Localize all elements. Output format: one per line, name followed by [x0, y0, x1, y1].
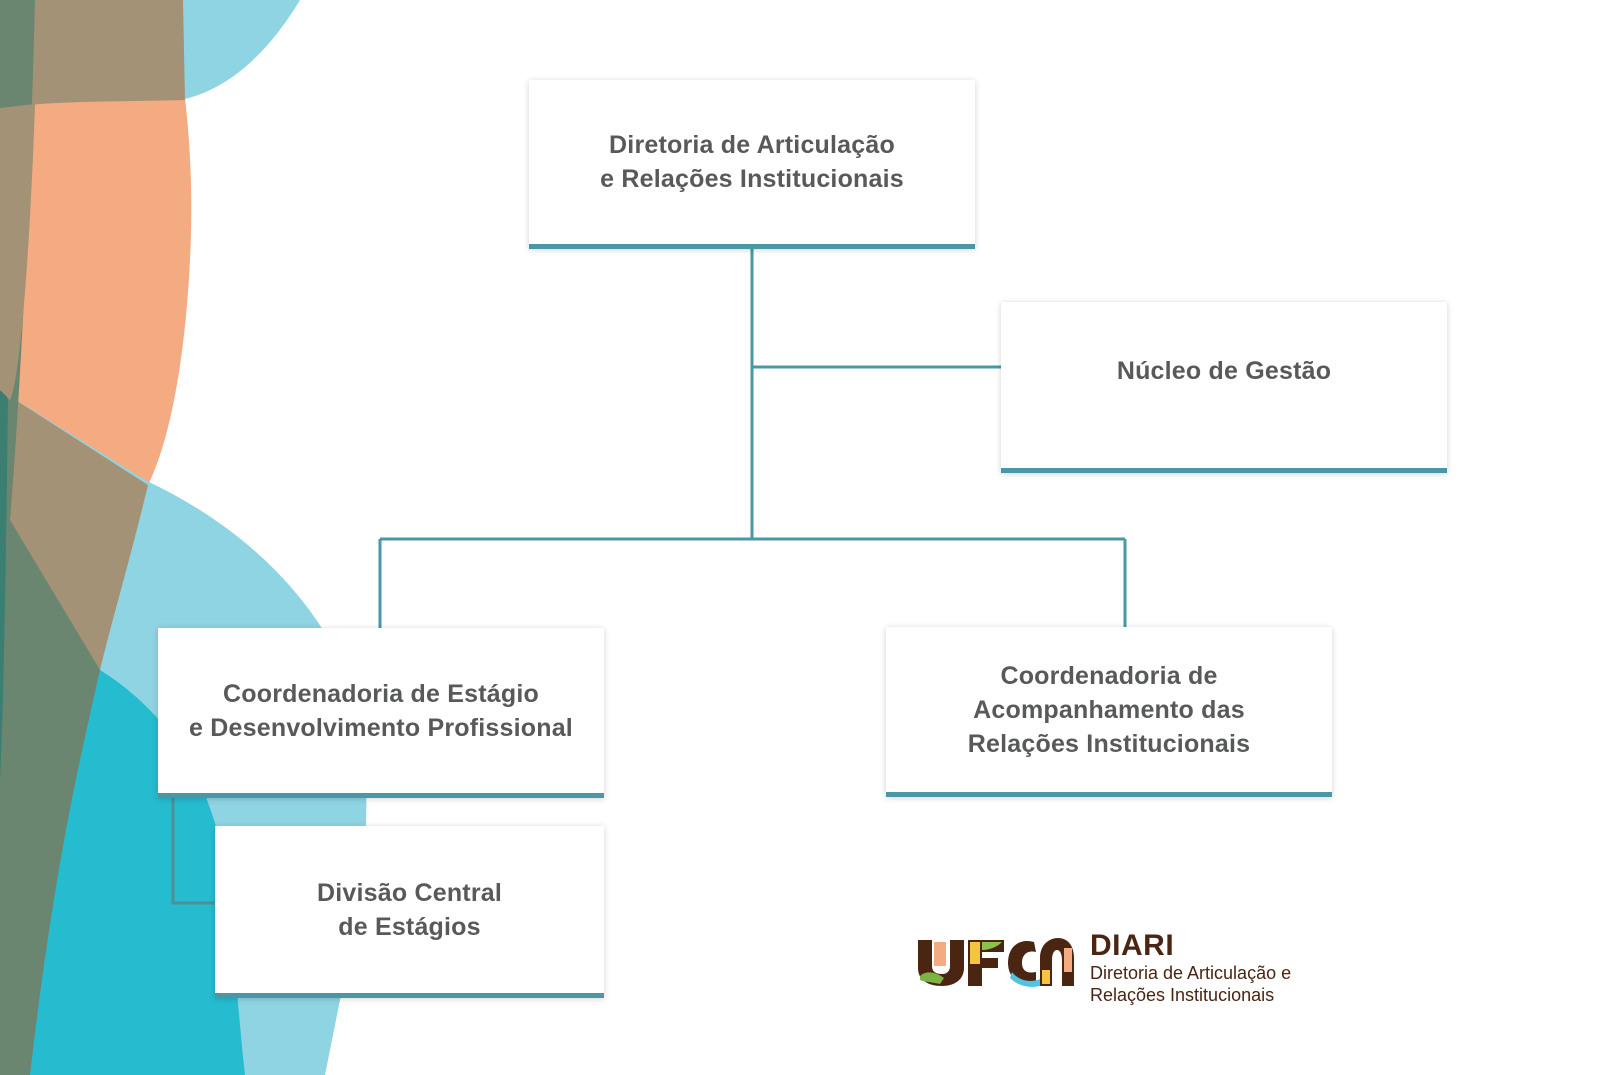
org-box-diretoria: Diretoria de Articulação e Relações Inst… — [529, 80, 975, 249]
org-box-label: Divisão Central de Estágios — [316, 878, 502, 941]
org-box-coord-estagio: Coordenadoria de Estágio e Desenvolvimen… — [158, 628, 604, 798]
bg-shape-teal — [0, 380, 8, 780]
org-box-label: Núcleo de Gestão — [1116, 357, 1332, 385]
ufca-logo-icon — [918, 938, 1074, 987]
org-box-divisao-estagios: Divisão Central de Estágios — [215, 826, 604, 998]
connector-grandchild — [171, 798, 215, 905]
logo-acronym: DIARI — [1090, 929, 1175, 962]
bg-shape-light-blue-top — [150, 0, 300, 100]
org-box-label: Coordenadoria de Estágio e Desenvolvimen… — [189, 679, 573, 742]
bg-shape-khaki-left — [0, 104, 35, 400]
org-box-label: Coordenadoria de Acompanhamento das Rela… — [967, 661, 1251, 758]
bg-shape-khaki-top — [0, 0, 185, 108]
bg-shape-orange — [0, 0, 192, 485]
org-box-nucleo-gestao: Núcleo de Gestão — [1001, 302, 1447, 473]
ufca-diari-logo: DIARI Diretoria de Articulação e Relaçõe… — [916, 930, 1291, 1006]
org-box-label: Diretoria de Articulação e Relações Inst… — [600, 131, 904, 193]
bg-shape-khaki-diagonal — [0, 390, 148, 670]
logo-text-block: DIARI Diretoria de Articulação e Relaçõe… — [1090, 930, 1291, 1006]
logo-full-name: Diretoria de Articulação e Relações Inst… — [1090, 963, 1292, 1005]
org-box-coord-acompanhamento: Coordenadoria de Acompanhamento das Rela… — [886, 627, 1332, 797]
